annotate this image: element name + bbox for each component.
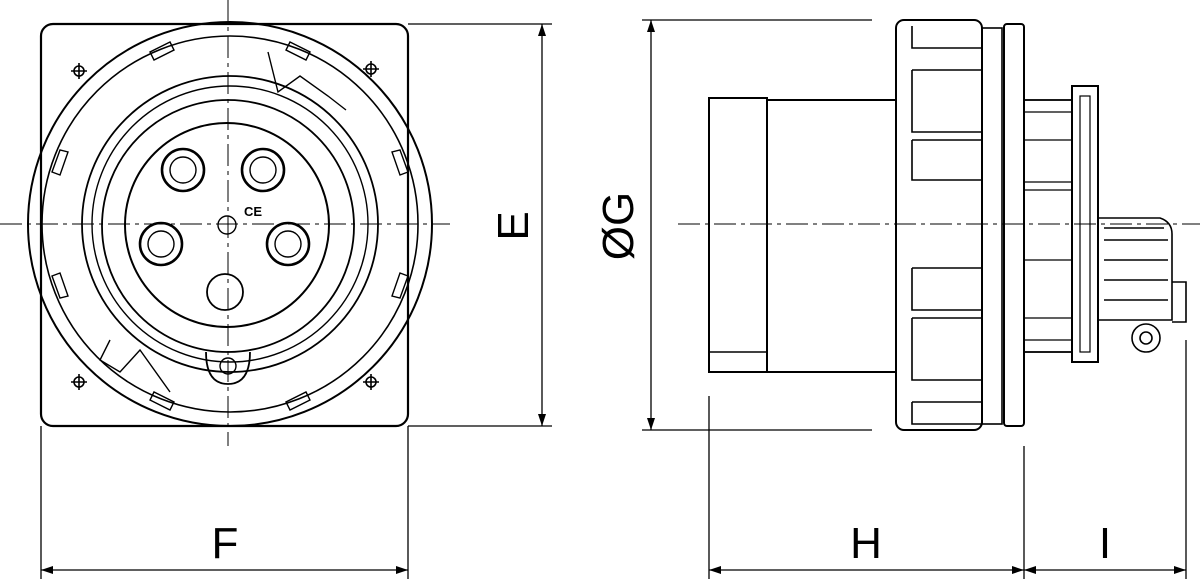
side-cap-front bbox=[708, 97, 768, 373]
ce-mark: CE bbox=[244, 204, 262, 219]
side-cable-gland bbox=[1098, 217, 1187, 353]
side-view bbox=[678, 19, 1200, 431]
front-centre-lines bbox=[0, 0, 450, 446]
pin-top-left bbox=[160, 147, 206, 193]
side-terminal-block bbox=[1071, 85, 1099, 363]
dim-H-label: H bbox=[850, 519, 882, 568]
side-body bbox=[766, 98, 895, 373]
mounting-screws bbox=[71, 61, 379, 390]
pin-center bbox=[217, 215, 237, 235]
dim-I-label: I bbox=[1099, 519, 1111, 568]
side-flange-plate bbox=[981, 27, 1003, 425]
dim-E-label: E bbox=[489, 211, 538, 240]
side-rear-housing bbox=[1023, 99, 1073, 353]
keyway-notch bbox=[205, 351, 251, 385]
side-ribbed-ring bbox=[895, 19, 983, 431]
contact-pins bbox=[138, 147, 311, 311]
dim-G-label: ØG bbox=[594, 192, 643, 260]
contact-face bbox=[124, 122, 330, 328]
side-gasket bbox=[1003, 23, 1025, 427]
front-view: CE bbox=[0, 0, 450, 446]
ring-ribs bbox=[51, 41, 409, 411]
pin-mid-left bbox=[138, 221, 184, 267]
dimension-lines bbox=[40, 19, 1187, 579]
side-ribs bbox=[911, 26, 982, 425]
pin-top-right bbox=[240, 147, 286, 193]
dim-F-label: F bbox=[212, 519, 239, 568]
pin-earth bbox=[206, 273, 244, 311]
pin-mid-right bbox=[265, 221, 311, 267]
